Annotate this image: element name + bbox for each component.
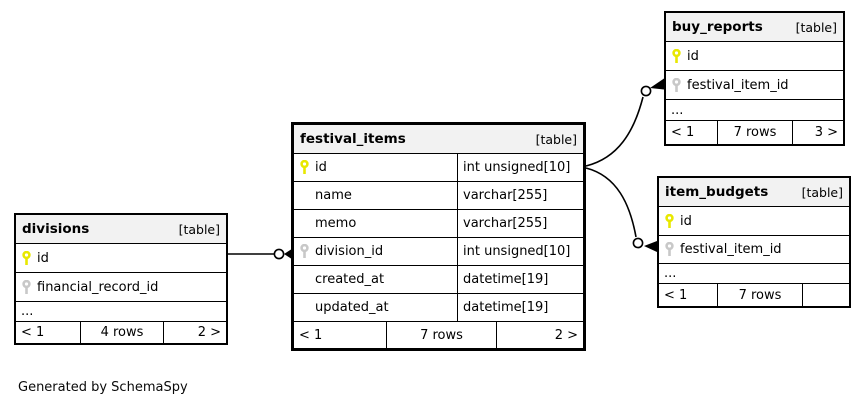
column-row: created_at datetime[19] xyxy=(294,265,583,293)
ellipsis: ... xyxy=(671,102,684,118)
primary-key-icon xyxy=(294,160,315,175)
pager-next[interactable]: 2 > xyxy=(163,322,226,343)
row-count: 7 rows xyxy=(386,322,496,348)
column-type: int unsigned[10] xyxy=(457,154,583,181)
column-row: id int unsigned[10] xyxy=(294,153,583,181)
column-name: updated_at xyxy=(315,300,389,315)
column-name: financial_record_id xyxy=(37,279,159,295)
foreign-key-icon xyxy=(666,77,687,93)
column-row: updated_at datetime[19] xyxy=(294,293,583,321)
pager-prev[interactable]: < 1 xyxy=(21,325,45,340)
column-name: id xyxy=(315,160,327,175)
column-row: id xyxy=(16,243,226,272)
column-type: datetime[19] xyxy=(457,266,583,293)
table-header-divisions[interactable]: divisions [table] xyxy=(16,215,226,243)
column-type: datetime[19] xyxy=(457,294,583,321)
table-tag: [table] xyxy=(795,19,837,35)
column-row: division_id int unsigned[10] xyxy=(294,237,583,265)
foreign-key-icon xyxy=(16,279,37,295)
table-name[interactable]: festival_items xyxy=(300,131,406,147)
pager-next[interactable] xyxy=(802,284,849,306)
ellipsis-row: ... xyxy=(666,99,843,120)
ellipsis-row: ... xyxy=(659,263,849,283)
column-name: id xyxy=(37,250,49,266)
row-count: 7 rows xyxy=(717,121,792,144)
column-name: id xyxy=(687,48,699,64)
column-row: festival_item_id xyxy=(666,70,843,99)
column-row: festival_item_id xyxy=(659,235,849,263)
foreign-key-icon xyxy=(659,242,680,257)
column-type: int unsigned[10] xyxy=(457,238,583,265)
table-footer: < 1 7 rows xyxy=(659,283,849,306)
table-node-festival-items[interactable]: festival_items [table] id int unsigned[1… xyxy=(291,122,586,351)
primary-key-icon xyxy=(666,48,687,64)
table-footer: < 1 4 rows 2 > xyxy=(16,321,226,343)
column-row: name varchar[255] xyxy=(294,181,583,209)
column-name: created_at xyxy=(315,272,385,287)
table-header-buy-reports[interactable]: buy_reports [table] xyxy=(666,13,843,41)
column-row: financial_record_id xyxy=(16,272,226,301)
pager-next[interactable]: 3 > xyxy=(792,121,843,144)
table-node-item-budgets[interactable]: item_budgets [table] id festival_item_id… xyxy=(657,176,851,308)
generated-by-note: Generated by SchemaSpy xyxy=(18,380,188,395)
pager-prev[interactable]: < 1 xyxy=(664,287,688,303)
column-name: division_id xyxy=(315,244,384,259)
pager-prev[interactable]: < 1 xyxy=(671,125,695,140)
table-name[interactable]: buy_reports xyxy=(672,19,763,35)
edge-festival-items-buy-reports xyxy=(585,78,664,167)
table-node-divisions[interactable]: divisions [table] id financial_record_id… xyxy=(14,213,228,345)
ellipsis: ... xyxy=(664,266,677,281)
foreign-key-icon xyxy=(294,244,315,259)
column-name: name xyxy=(315,188,352,203)
column-row: id xyxy=(659,206,849,235)
table-footer: < 1 7 rows 2 > xyxy=(294,321,583,348)
row-count: 7 rows xyxy=(717,284,802,306)
ellipsis-row: ... xyxy=(16,301,226,321)
table-header-festival-items[interactable]: festival_items [table] xyxy=(294,125,583,153)
ellipsis: ... xyxy=(21,304,34,319)
column-name: id xyxy=(680,213,692,229)
table-name[interactable]: item_budgets xyxy=(665,184,769,200)
primary-key-icon xyxy=(16,250,37,266)
table-tag: [table] xyxy=(801,184,843,200)
column-name: festival_item_id xyxy=(680,242,782,257)
pager-prev[interactable]: < 1 xyxy=(299,327,323,343)
table-footer: < 1 7 rows 3 > xyxy=(666,120,843,144)
column-name: memo xyxy=(315,216,357,231)
table-header-item-budgets[interactable]: item_budgets [table] xyxy=(659,178,849,206)
column-name: festival_item_id xyxy=(687,77,789,93)
column-row: id xyxy=(666,41,843,70)
column-type: varchar[255] xyxy=(457,210,583,237)
edge-divisions-festival-items xyxy=(228,248,291,260)
pager-next[interactable]: 2 > xyxy=(496,322,583,348)
table-tag: [table] xyxy=(178,221,220,237)
table-name[interactable]: divisions xyxy=(22,221,90,237)
table-tag: [table] xyxy=(535,131,577,147)
edge-festival-items-item-budgets xyxy=(585,167,657,252)
column-type: varchar[255] xyxy=(457,182,583,209)
row-count: 4 rows xyxy=(80,322,163,343)
column-row: memo varchar[255] xyxy=(294,209,583,237)
table-node-buy-reports[interactable]: buy_reports [table] id festival_item_id … xyxy=(664,11,845,146)
primary-key-icon xyxy=(659,213,680,229)
